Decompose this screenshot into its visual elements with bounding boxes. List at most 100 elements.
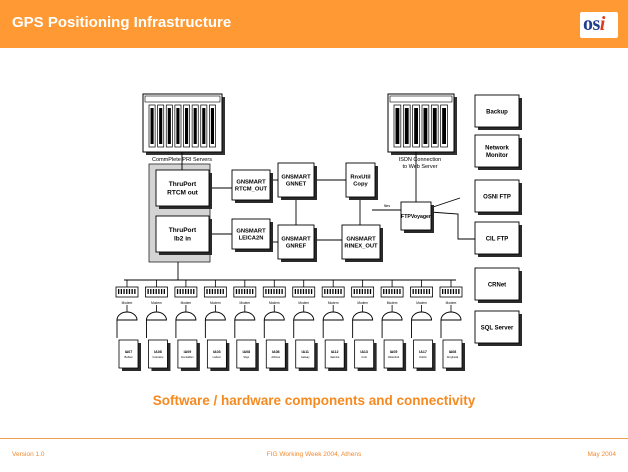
- footer-divider: [0, 438, 628, 439]
- modem-pin: [302, 289, 305, 294]
- modem-pin: [235, 289, 238, 294]
- thruport-rtcm-out-box-label: ThruPort: [169, 181, 197, 188]
- station-code: IA08: [243, 350, 251, 354]
- station-name: Waterford: [388, 355, 400, 359]
- right-box-0: Backup: [474, 94, 522, 130]
- modem-pin: [458, 289, 460, 294]
- right-box-4: CRNet: [474, 267, 522, 303]
- modem-pin: [211, 289, 214, 294]
- station-code: IA08: [154, 350, 162, 354]
- logo-text: osi: [583, 13, 605, 35]
- modem-pin: [353, 289, 355, 294]
- modem-pin: [270, 289, 272, 294]
- commplete-server-rack-slot-card: [202, 108, 206, 144]
- modem: Modem: [439, 280, 463, 312]
- modem-label: Modem: [210, 301, 221, 305]
- antenna-dome: [440, 311, 462, 321]
- thruport-rtcm-out-box-frame: [155, 169, 210, 207]
- gnsmart-leica2n-box-label: GNSMART: [236, 228, 266, 234]
- modem-pin: [147, 289, 149, 294]
- modem-pin: [182, 289, 184, 294]
- modem-pin: [385, 289, 388, 294]
- modem-pin: [155, 289, 157, 294]
- modem-pin: [281, 289, 283, 294]
- gnsmart-rtcm-out-box: GNSMART RTCM_OUT: [231, 169, 273, 203]
- modem-pin: [393, 289, 396, 294]
- footer-date: May 2004: [587, 451, 616, 458]
- modem-pin: [367, 289, 369, 294]
- rnxutil-copy-box-label: RnxUtil: [350, 174, 371, 180]
- modem-pin: [120, 289, 122, 294]
- right-box-frame: [474, 221, 520, 255]
- slide-title: GPS Positioning Infrastructure: [12, 14, 232, 31]
- modem-label: Modem: [239, 301, 250, 305]
- receiver-box: [265, 339, 286, 369]
- commplete-server-rack-slot-card: [159, 108, 163, 144]
- modem-pin: [219, 289, 222, 294]
- right-box-frame: [474, 134, 520, 168]
- modem: Modem: [233, 280, 257, 312]
- modem-pin: [134, 289, 136, 294]
- gnsmart-gnnet-box-frame: [277, 162, 315, 198]
- right-box-2: OSNI FTP: [474, 179, 522, 215]
- modem-pin: [450, 289, 452, 294]
- modem-pin: [332, 289, 334, 294]
- modem-pin: [176, 289, 179, 294]
- commplete-server-rack-slot-card: [185, 108, 189, 144]
- gnsmart-rtcm-out-box-label: RTCM_OUT: [235, 187, 268, 193]
- isdn-server-rack-slot-card: [395, 108, 400, 144]
- modem-pin: [187, 289, 190, 294]
- modem-pin: [179, 289, 181, 294]
- rnxutil-copy-box-frame: [345, 162, 376, 198]
- modem-pin: [246, 289, 248, 294]
- modem-pin: [163, 289, 165, 294]
- modem-pin: [361, 289, 364, 294]
- modem-pin: [243, 289, 246, 294]
- connection-lines: [124, 152, 475, 281]
- right-box-frame: [474, 267, 520, 301]
- modem: Modem: [321, 280, 345, 312]
- files-link-label: files: [384, 204, 390, 208]
- modem: Modem: [115, 280, 139, 312]
- modem-pin: [241, 289, 243, 294]
- right-box-5: SQL Server: [474, 310, 522, 346]
- diagram-labels: CommPlete PRI Servers ISDN Connection to…: [152, 157, 441, 208]
- modem-pin: [426, 289, 428, 294]
- gnsmart-rtcm-out-box-frame: [231, 169, 271, 201]
- right-box-label: OSNI FTP: [483, 194, 511, 200]
- modem-pin: [324, 289, 326, 294]
- modem-pin: [126, 289, 128, 294]
- antenna-dome: [263, 311, 285, 321]
- modem-label: Modem: [446, 301, 457, 305]
- thruport-lb2-in-box-label: lb2 in: [174, 235, 191, 242]
- receiver-box: [118, 339, 139, 369]
- line-ftp-cil: [429, 211, 475, 240]
- modem-pin: [209, 289, 211, 294]
- modem-pin: [369, 289, 372, 294]
- station-code: IA08: [272, 350, 280, 354]
- modem-pin: [294, 289, 297, 294]
- modem-pin: [185, 289, 187, 294]
- isdn-server-rack-slot-card: [432, 108, 437, 144]
- gnsmart-rinex-out-box-frame: [341, 224, 381, 260]
- right-box-label: SQL Server: [481, 325, 514, 331]
- gnsmart-rtcm-out-box-label: GNSMART: [236, 179, 266, 185]
- station-name: Dublin: [419, 355, 427, 359]
- gnsmart-leica2n-box-label: LEICA2N: [239, 236, 264, 242]
- modem-pin: [452, 289, 455, 294]
- modem: Modem: [145, 280, 168, 312]
- antenna-dome: [411, 311, 432, 321]
- modem-pin: [300, 289, 302, 294]
- modem-pin: [356, 289, 358, 294]
- antenna-dome: [175, 311, 197, 321]
- antenna-dome: [381, 311, 403, 321]
- station-name: Drogheda: [447, 355, 459, 359]
- commplete-server-rack-slot-card: [176, 108, 180, 144]
